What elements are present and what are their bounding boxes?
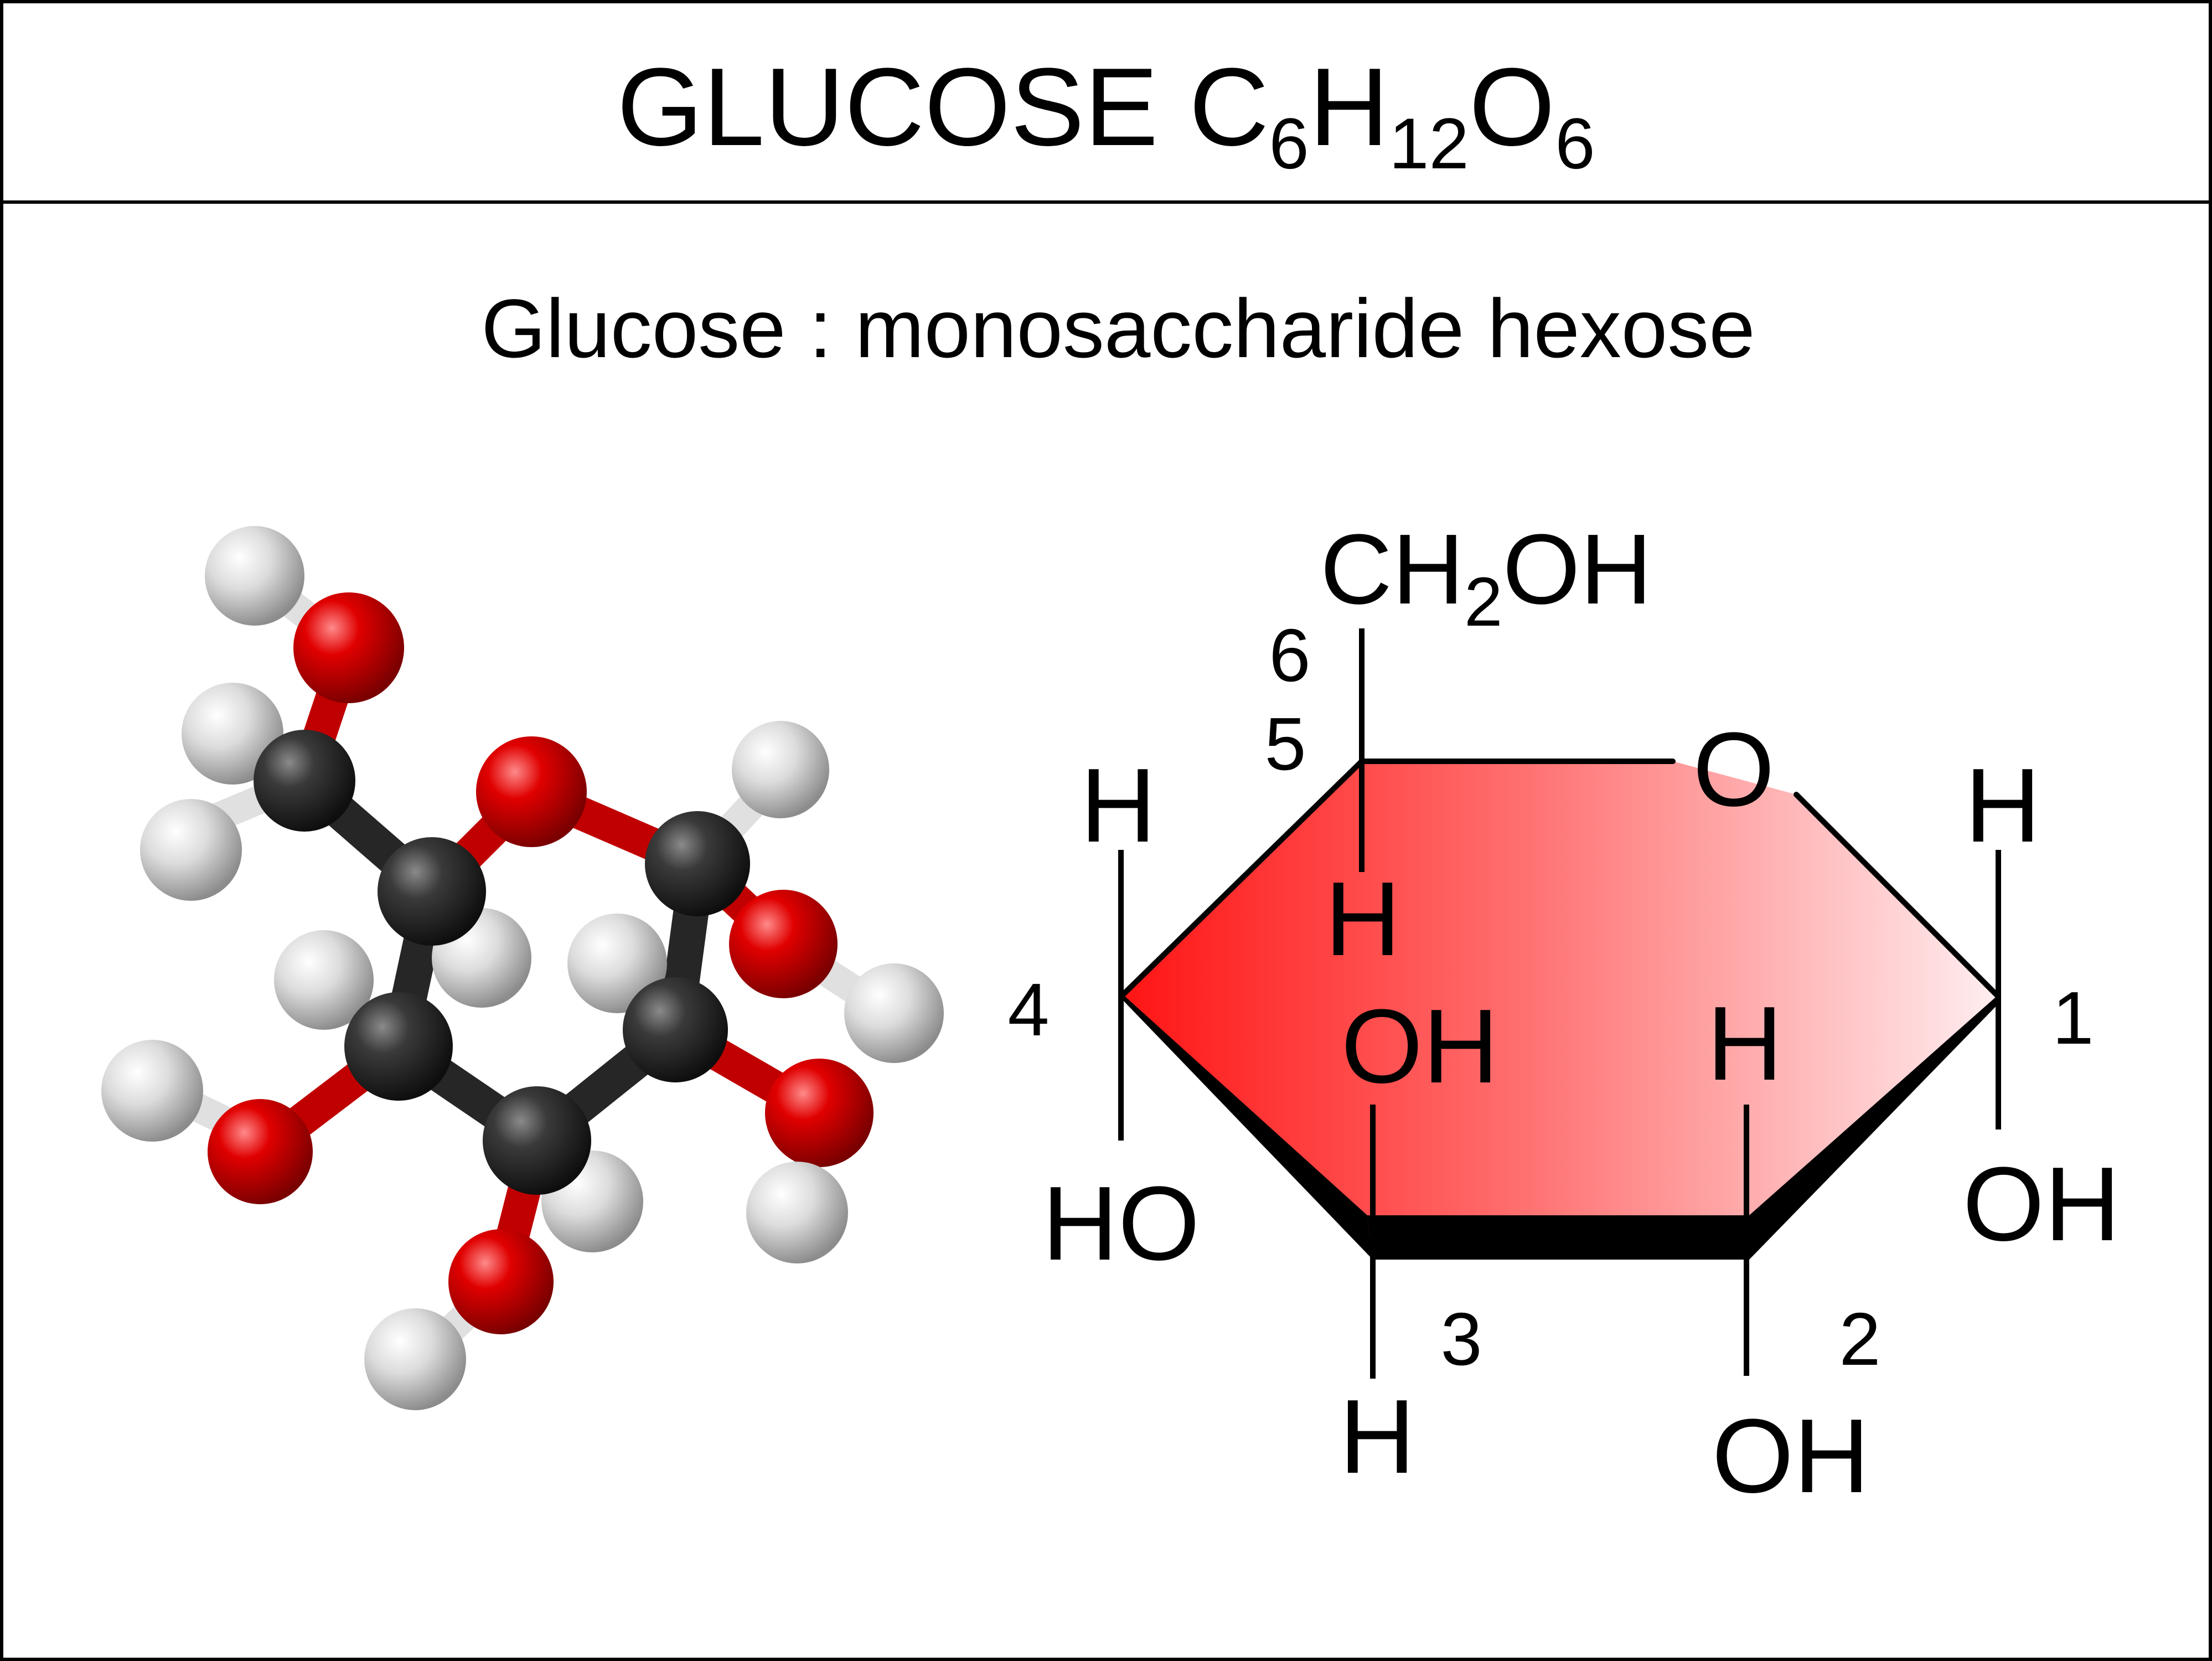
front-bond-bottom bbox=[1367, 1215, 1749, 1260]
pyranose-ring bbox=[1121, 761, 1998, 1254]
c1-h-label: H bbox=[1965, 747, 2040, 864]
hydrogen-atom bbox=[205, 526, 304, 626]
hydrogen-atom bbox=[140, 799, 242, 901]
oxygen-atom bbox=[729, 890, 838, 998]
carbon-number-1: 1 bbox=[2052, 976, 2094, 1060]
haworth-projection: CH2OH O H H HO OH H H OH H OH 6 5 4 3 2 … bbox=[1007, 514, 2120, 1515]
ball-and-stick-model bbox=[101, 526, 944, 1410]
hydrogen-atom bbox=[567, 914, 667, 1013]
front-bond-right bbox=[1749, 994, 2001, 1260]
c1-oh-label: OH bbox=[1963, 1146, 2121, 1263]
front-bond-left bbox=[1121, 993, 1373, 1260]
oxygen-atom bbox=[293, 592, 404, 703]
hydrogen-atom bbox=[274, 930, 374, 1030]
carbon-atom bbox=[254, 730, 355, 832]
carbon-number-5: 5 bbox=[1264, 702, 1306, 786]
hydrogen-atom bbox=[364, 1308, 466, 1410]
c2-h-label: H bbox=[1707, 985, 1782, 1102]
substituent-bonds bbox=[1118, 628, 2001, 1379]
hydrogen-atom bbox=[746, 1162, 848, 1263]
carbon-number-4: 4 bbox=[1007, 968, 1049, 1051]
hydrogen-atom bbox=[182, 683, 283, 785]
carbon-atom bbox=[378, 837, 486, 946]
carbon-atom bbox=[645, 811, 750, 916]
c4-h-label: H bbox=[1080, 747, 1156, 864]
ring-bonds bbox=[1118, 759, 2001, 999]
oxygen-atom bbox=[476, 736, 587, 847]
ch2oh-label: CH2OH bbox=[1320, 514, 1652, 641]
carbon-atom bbox=[623, 977, 728, 1082]
hydrogen-atom bbox=[101, 1040, 203, 1142]
carbon-number-2: 2 bbox=[1839, 1297, 1880, 1381]
c5-h-label: H bbox=[1325, 860, 1400, 978]
hydrogen-atom bbox=[732, 721, 829, 818]
subtitle: Glucose : monosaccharide hexose bbox=[481, 282, 1755, 375]
c2-oh-label: OH bbox=[1712, 1397, 1870, 1515]
carbon-atom bbox=[344, 992, 453, 1101]
oxygen-atom bbox=[765, 1059, 874, 1167]
ring-oxygen-label: O bbox=[1693, 711, 1775, 828]
hydrogen-atom bbox=[844, 963, 944, 1063]
page-title: GLUCOSE C6H12O6 bbox=[617, 45, 1595, 184]
c4-ho-label: HO bbox=[1042, 1165, 1200, 1282]
c3-oh-label: OH bbox=[1341, 988, 1499, 1105]
carbon-atom bbox=[483, 1086, 591, 1195]
oxygen-atom bbox=[448, 1229, 554, 1334]
carbon-number-3: 3 bbox=[1440, 1297, 1482, 1381]
oxygen-atom bbox=[208, 1099, 313, 1204]
c3-h-label: H bbox=[1339, 1378, 1415, 1495]
carbon-number-6: 6 bbox=[1269, 613, 1310, 697]
